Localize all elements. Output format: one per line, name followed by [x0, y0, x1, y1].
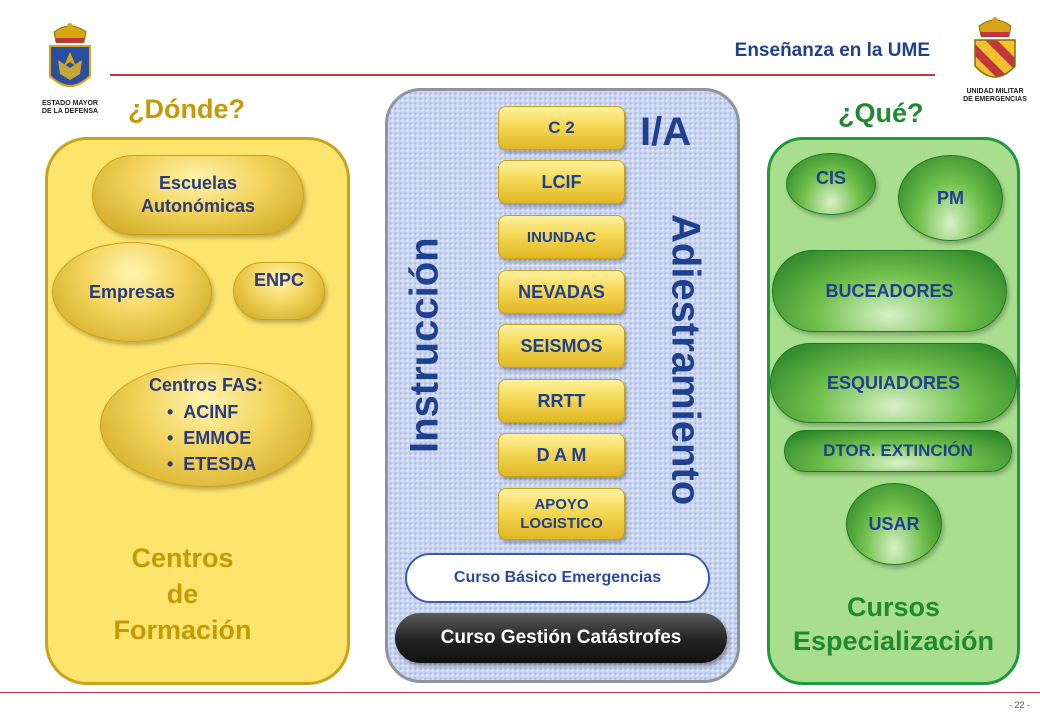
- module-nevadas: NEVADAS: [498, 270, 625, 314]
- pm-pill: PM: [898, 155, 1003, 241]
- module-seismos: SEISMOS: [498, 324, 625, 368]
- footer-divider: [0, 692, 1040, 693]
- centros-fas-pill: Centros FAS: ACINF EMMOE ETESDA: [100, 363, 312, 487]
- centros-formacion-caption: Centros de Formación: [113, 543, 252, 645]
- module-inundac: INUNDAC: [498, 215, 625, 259]
- header-divider: [110, 74, 935, 76]
- centros-fas-item: EMMOE: [167, 425, 263, 451]
- empresas-pill: Empresas: [52, 242, 212, 342]
- usar-pill: USAR: [846, 483, 942, 565]
- escuelas-line2: Autonómicas: [140, 196, 255, 216]
- centros-fas-item: ACINF: [167, 399, 263, 425]
- page-number: - 22 -: [1008, 700, 1030, 710]
- module-dam: D A M: [498, 433, 625, 477]
- ume-caption: UNIDAD MILITAR DE EMERGENCIAS: [963, 88, 1027, 103]
- module-rrtt: RRTT: [498, 379, 625, 423]
- estado-mayor-emblem: [40, 18, 100, 98]
- ume-emblem: [967, 12, 1023, 88]
- module-lcif: LCIF: [498, 160, 625, 204]
- module-c2: C 2: [498, 106, 625, 150]
- ia-title: I/A: [640, 110, 692, 154]
- estado-mayor-caption: ESTADO MAYOR DE LA DEFENSA: [41, 100, 99, 115]
- where-question: ¿Dónde?: [128, 94, 245, 124]
- centros-fas-title: Centros FAS:: [148, 374, 263, 395]
- dtor-extincion-pill: DTOR. EXTINCIÓN: [784, 430, 1012, 472]
- centros-fas-list: ACINF EMMOE ETESDA: [149, 399, 263, 477]
- empresas-label: Empresas: [88, 281, 176, 302]
- escuelas-autonomicas-pill: Escuelas Autonómicas: [92, 155, 304, 235]
- instruccion-label: Instrucción: [402, 237, 447, 453]
- buceadores-pill: BUCEADORES: [772, 250, 1007, 332]
- enpc-pill: ENPC: [233, 262, 325, 320]
- adiestramiento-label: Adiestramiento: [663, 213, 708, 506]
- centros-fas-item: ETESDA: [167, 451, 263, 477]
- module-apoyo-logistico: APOYO LOGISTICO: [498, 488, 625, 540]
- what-question: ¿Qué?: [838, 98, 924, 128]
- cis-pill: CIS: [786, 153, 876, 215]
- enpc-label: ENPC: [253, 270, 304, 290]
- page-title: Enseñanza en la UME: [734, 40, 930, 61]
- curso-basico-emergencias: Curso Básico Emergencias: [405, 553, 710, 603]
- cursos-especializacion-caption: Cursos Especialización: [792, 592, 995, 656]
- curso-gestion-catastrofes: Curso Gestión Catástrofes: [395, 613, 727, 663]
- esquiadores-pill: ESQUIADORES: [770, 343, 1017, 423]
- escuelas-line1: Escuelas: [158, 173, 238, 193]
